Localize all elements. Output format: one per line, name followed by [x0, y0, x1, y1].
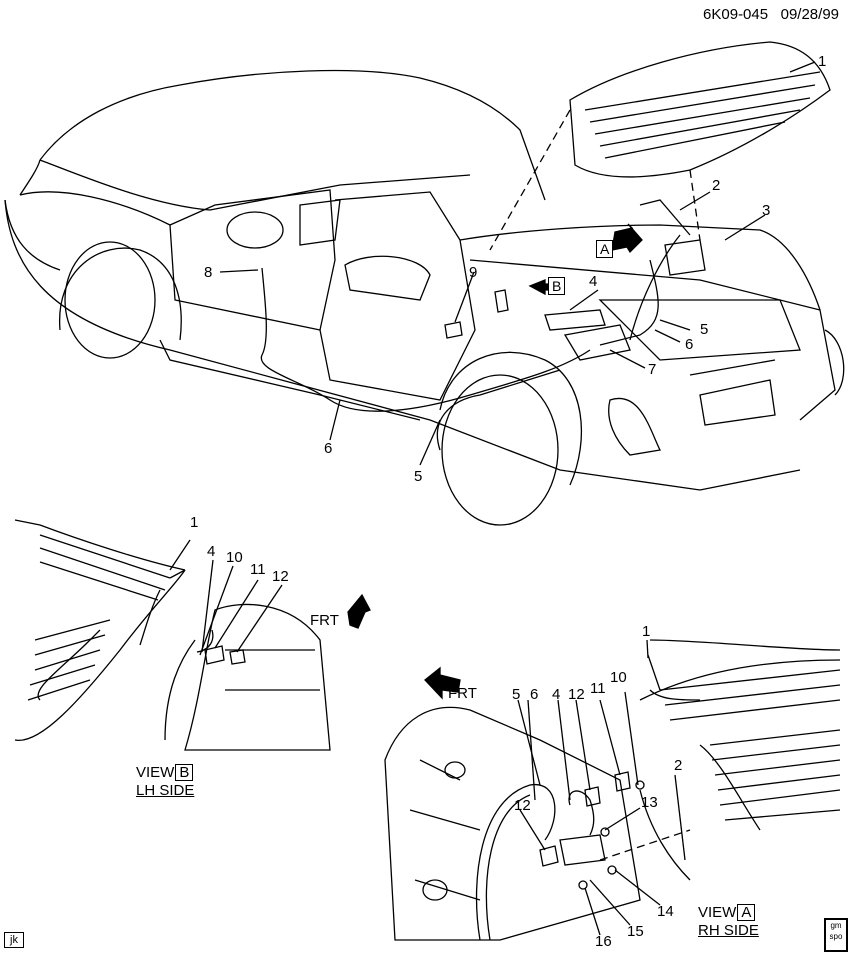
- callout-5-lower: 5: [414, 468, 423, 485]
- rh-side-view: [384, 639, 841, 941]
- view-a-marker: A: [596, 240, 614, 258]
- view-b-side: LH SIDE: [136, 782, 195, 799]
- logo-top-text: gm: [830, 921, 842, 930]
- view-a-side: RH SIDE: [698, 922, 759, 939]
- callout-8: 8: [204, 264, 213, 281]
- view-b-prefix: VIEW: [136, 764, 175, 781]
- callout-9: 9: [469, 264, 478, 281]
- rh-callout-14: 14: [657, 903, 674, 920]
- lh-callout-1: 1: [190, 514, 199, 531]
- view-b-marker: B: [548, 277, 566, 295]
- lh-side-view: [14, 519, 371, 751]
- rh-callout-1: 1: [642, 623, 651, 640]
- rh-callout-11: 11: [590, 680, 606, 697]
- rh-callout-15: 15: [627, 923, 644, 940]
- view-b-letter: B: [175, 764, 194, 781]
- gm-spo-logo: gm spo: [824, 918, 848, 952]
- logo-bottom-text: spo: [829, 932, 843, 941]
- callout-6-lower: 6: [324, 440, 333, 457]
- lh-callout-12: 12: [272, 568, 289, 585]
- car-illustration: [4, 41, 845, 526]
- lh-callout-11: 11: [250, 561, 266, 578]
- rh-callout-6: 6: [530, 686, 539, 703]
- callout-2: 2: [712, 177, 721, 194]
- rh-callout-2: 2: [674, 757, 683, 774]
- drawing-number: 6K09-045: [703, 6, 769, 23]
- rh-callout-4: 4: [552, 686, 561, 703]
- drawing-date: 09/28/99: [780, 6, 839, 23]
- view-a-letter: A: [737, 904, 756, 921]
- rh-callout-12: 12: [568, 686, 585, 703]
- callout-3: 3: [762, 202, 771, 219]
- callout-5: 5: [700, 321, 709, 338]
- lh-callout-4: 4: [207, 543, 216, 560]
- rh-callout-10: 10: [610, 669, 627, 686]
- drawing-code: 6K09-045 09/28/99: [703, 6, 839, 23]
- illustrator-initials: jk: [4, 932, 24, 948]
- callout-4: 4: [589, 273, 598, 290]
- rh-callout-5: 5: [512, 686, 521, 703]
- rh-callout-13: 13: [641, 794, 658, 811]
- lh-callout-10: 10: [226, 549, 243, 566]
- rh-callout-16: 16: [595, 933, 612, 950]
- frt-label-rh: FRT: [448, 685, 477, 702]
- callout-6: 6: [685, 336, 694, 353]
- view-a-prefix: VIEW: [698, 904, 737, 921]
- callout-1: 1: [818, 53, 827, 70]
- frt-label-lh: FRT: [310, 612, 339, 629]
- callout-7: 7: [648, 361, 657, 378]
- rh-callout-12-lower: 12: [514, 797, 531, 814]
